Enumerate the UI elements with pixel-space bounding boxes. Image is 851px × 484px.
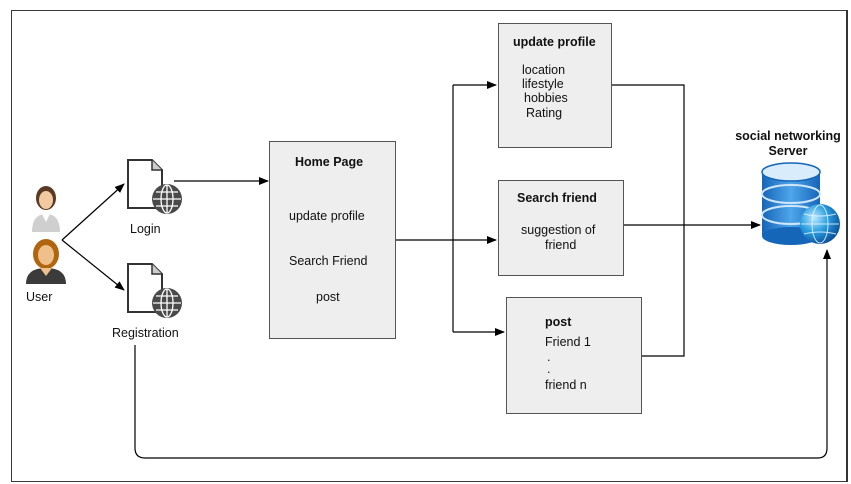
update-profile-item: Rating <box>526 106 563 120</box>
home-page-title: Home Page <box>295 155 364 169</box>
registration-label: Registration <box>112 326 179 340</box>
search-friend-line: suggestion of <box>521 223 596 237</box>
update-profile-item: lifestyle <box>522 77 564 91</box>
home-page-item: update profile <box>289 209 365 223</box>
home-page-item: Search Friend <box>289 254 368 268</box>
diagram-frame <box>11 10 848 482</box>
search-friend-title: Search friend <box>517 191 597 205</box>
post-item: . <box>547 350 551 364</box>
update-profile-title: update profile <box>513 35 596 49</box>
update-profile-item: hobbies <box>524 91 568 105</box>
line-update-to-merge <box>612 84 685 357</box>
search-friend-line: friend <box>545 238 577 252</box>
arrow-user-registration <box>61 239 125 291</box>
document-globe-icon <box>127 159 182 214</box>
post-title: post <box>545 315 572 329</box>
home-page-item: post <box>316 290 340 304</box>
server-label-line2: Server <box>768 144 808 158</box>
search-friend-box: Search friend suggestion of friend <box>498 180 624 276</box>
update-profile-box: update profile location lifestyle hobbie… <box>498 23 612 148</box>
post-item: friend n <box>545 378 587 392</box>
post-item: . <box>547 362 551 376</box>
arrow-user-login <box>61 183 125 241</box>
update-profile-item: location <box>522 63 566 77</box>
post-box: post Friend 1 . . friend n <box>506 297 642 414</box>
user-female-icon <box>26 239 66 284</box>
home-page-box: Home Page update profile Search Friend p… <box>269 141 396 339</box>
login-label: Login <box>130 222 161 236</box>
document-globe-icon <box>127 263 182 318</box>
server-label-line1: social networking <box>735 129 841 143</box>
database-globe-icon <box>761 162 840 245</box>
user-female-icon <box>32 186 60 232</box>
post-item: Friend 1 <box>545 335 591 349</box>
user-label: User <box>26 290 53 304</box>
arrow-registration-to-server <box>134 249 831 459</box>
